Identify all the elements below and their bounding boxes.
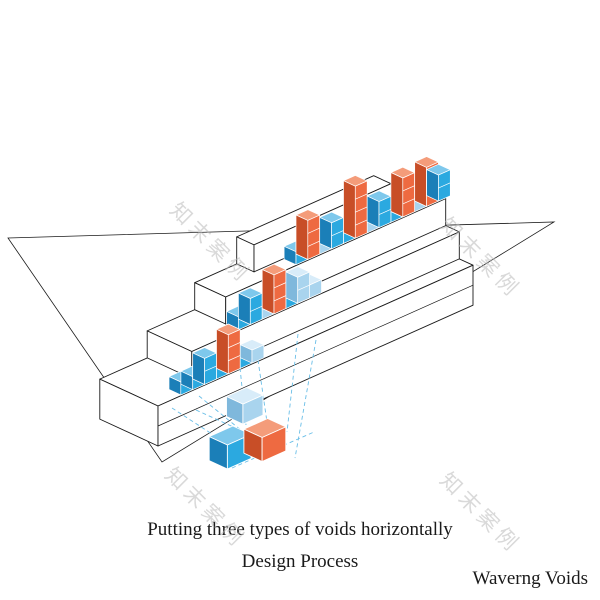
caption-title: Putting three types of voids horizontall… [147, 519, 453, 540]
project-credit: Waverng Voids [472, 568, 588, 589]
void-cubes [168, 156, 451, 396]
building-mass [99, 175, 474, 447]
caption-subtitle: Design Process [241, 551, 359, 572]
void-type-samples [208, 387, 287, 470]
